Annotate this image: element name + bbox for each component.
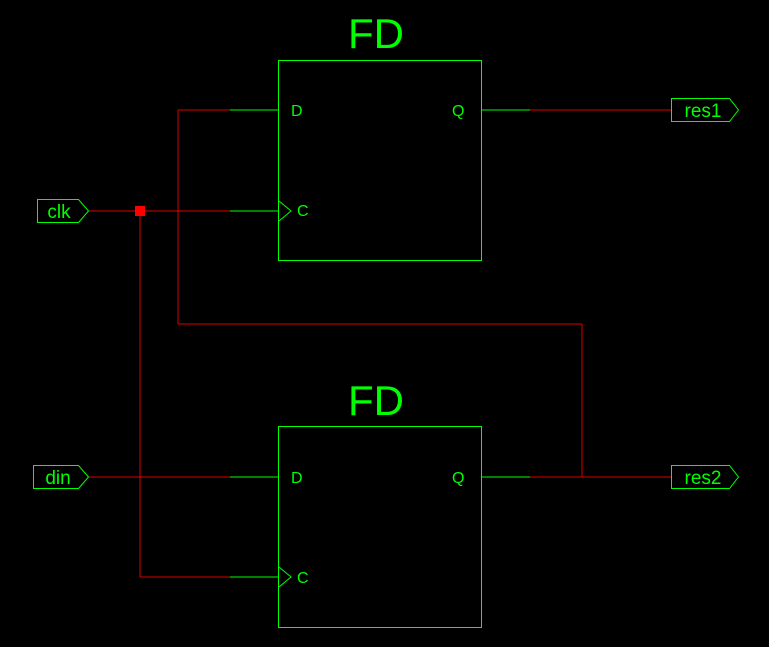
ff2-clock-triangle bbox=[278, 566, 292, 588]
ff2-pin-q: Q bbox=[452, 470, 464, 487]
wire-junction bbox=[135, 206, 145, 216]
output-port-res2-label: res2 bbox=[685, 468, 722, 489]
output-port-res1-label: res1 bbox=[685, 101, 722, 122]
output-port-res2[interactable]: res2 bbox=[671, 465, 740, 490]
ff2-pin-c: C bbox=[297, 570, 309, 587]
ff2-pin-d: D bbox=[291, 470, 303, 487]
output-port-res2-shape bbox=[671, 465, 740, 489]
input-port-din[interactable]: din bbox=[33, 465, 90, 490]
ff2-title: FD bbox=[348, 377, 404, 424]
input-port-clk[interactable]: clk bbox=[37, 199, 90, 224]
flip-flop-2[interactable]: FD D C Q bbox=[230, 377, 530, 628]
input-port-clk-shape bbox=[37, 199, 90, 223]
ff2-body bbox=[278, 426, 482, 628]
input-port-clk-label: clk bbox=[47, 202, 71, 223]
ff1-body bbox=[278, 60, 482, 261]
flip-flop-1[interactable]: FD D C Q bbox=[230, 10, 530, 261]
wires bbox=[88, 109, 671, 578]
ff1-pin-c: C bbox=[297, 203, 309, 220]
ff1-pin-q: Q bbox=[452, 103, 464, 120]
output-port-res1-shape bbox=[671, 98, 740, 122]
ff1-pin-d: D bbox=[291, 103, 303, 120]
ff1-title: FD bbox=[348, 10, 404, 57]
input-port-din-label: din bbox=[45, 468, 70, 489]
output-port-res1[interactable]: res1 bbox=[671, 98, 740, 123]
ff1-clock-triangle bbox=[278, 200, 292, 222]
input-port-din-shape bbox=[33, 465, 90, 489]
